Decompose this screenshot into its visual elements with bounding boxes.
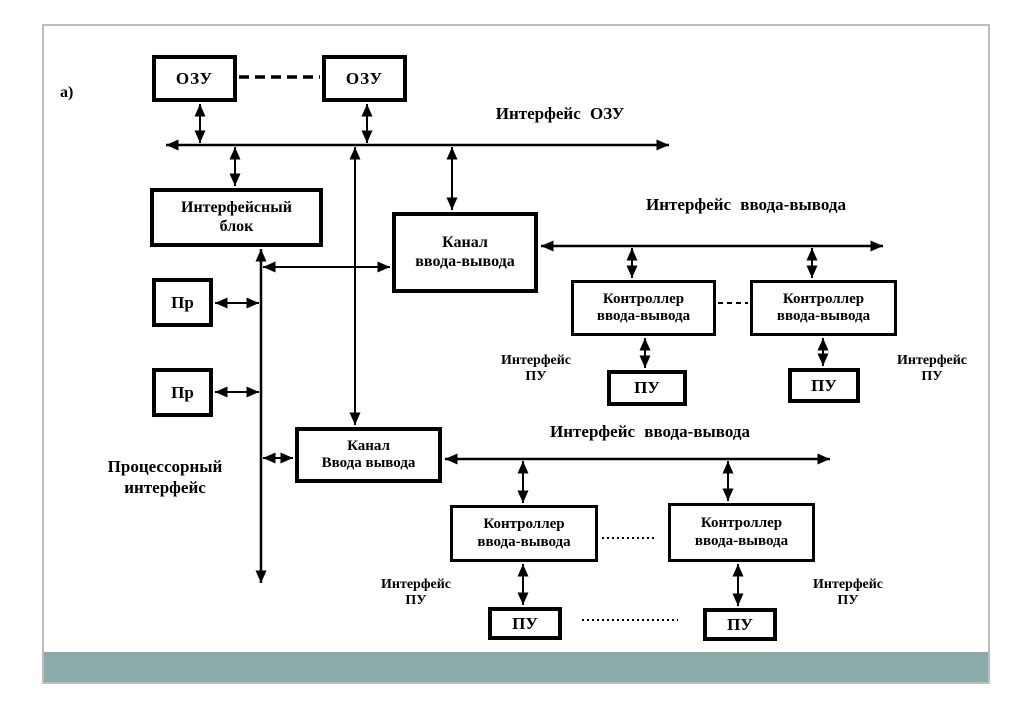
label-processor-interface: Процессорный интерфейс (85, 456, 245, 498)
node-ozu-1: ОЗУ (152, 55, 237, 102)
label-ozu-interface: Интерфейс ОЗУ (460, 104, 660, 124)
node-pu-bottom-1-label: ПУ (512, 613, 538, 633)
node-io-controller-top-1-line2: ввода-вывода (596, 308, 691, 324)
slide-footer-bar (44, 652, 988, 682)
node-io-controller-bottom-1: Контроллер ввода-вывода (450, 505, 598, 562)
label-pu-interface-top-right-line1: Интерфейс (896, 353, 967, 368)
node-pu-bottom-2: ПУ (703, 608, 777, 641)
node-io-channel-bottom-line2: Ввода вывода (321, 455, 416, 471)
node-pu-top-1: ПУ (607, 370, 687, 406)
label-pu-interface-bottom-left: Интерфейс ПУ (366, 577, 466, 609)
label-io-interface-bottom-text: Интерфейс ввода-вывода (550, 422, 750, 441)
node-interface-block-line1: Интерфейсный (181, 199, 292, 217)
label-pu-interface-top-right-line2: ПУ (921, 369, 943, 384)
node-io-channel-bottom: Канал Ввода вывода (295, 427, 442, 483)
node-io-channel-top-line1: Канал (442, 234, 488, 252)
label-io-interface-top: Интерфейс ввода-вывода (636, 195, 856, 215)
node-ozu-2: ОЗУ (322, 55, 407, 102)
node-ozu-1-label: ОЗУ (175, 68, 214, 88)
node-processor-1: Пр (152, 278, 213, 327)
label-io-interface-bottom: Интерфейс ввода-вывода (540, 422, 760, 442)
figure-label-text: а) (60, 84, 74, 101)
node-pu-top-2-label: ПУ (811, 375, 837, 395)
node-io-controller-bottom-2-line2: ввода-вывода (694, 532, 789, 549)
figure-label: а) (60, 84, 73, 102)
node-processor-2-label: Пр (171, 382, 194, 402)
label-pu-interface-bottom-right-line1: Интерфейс (812, 577, 883, 592)
node-io-controller-top-2: Контроллер ввода-вывода (750, 280, 897, 336)
node-processor-1-label: Пр (171, 292, 194, 312)
label-pu-interface-bottom-right-line2: ПУ (837, 593, 859, 608)
label-processor-interface-line2: интерфейс (124, 478, 206, 497)
node-io-controller-bottom-2-line1: Контроллер (700, 515, 783, 532)
label-processor-interface-line1: Процессорный (107, 457, 223, 476)
node-pu-bottom-1: ПУ (488, 607, 562, 640)
node-io-controller-top-2-line2: ввода-вывода (776, 308, 871, 324)
label-pu-interface-top-left: Интерфейс ПУ (486, 353, 586, 385)
node-io-controller-top-1-line1: Контроллер (602, 290, 685, 307)
node-pu-top-2: ПУ (788, 368, 860, 403)
node-processor-2: Пр (152, 368, 213, 417)
node-interface-block-line2: блок (219, 217, 254, 235)
node-io-controller-bottom-2: Контроллер ввода-вывода (668, 503, 815, 562)
node-interface-block: Интерфейсный блок (150, 188, 323, 247)
node-io-controller-bottom-1-line2: ввода-вывода (477, 533, 571, 550)
node-io-controller-top-1: Контроллер ввода-вывода (571, 280, 716, 336)
label-pu-interface-top-left-line1: Интерфейс (500, 353, 571, 368)
label-pu-interface-bottom-left-line2: ПУ (405, 593, 427, 608)
node-io-channel-top: Канал ввода-вывода (392, 212, 538, 293)
node-io-controller-bottom-1-line1: Контроллер (483, 516, 565, 533)
node-ozu-2-label: ОЗУ (345, 68, 384, 88)
label-pu-interface-top-right: Интерфейс ПУ (882, 353, 982, 385)
node-io-channel-bottom-line1: Канал (347, 437, 390, 454)
node-pu-top-1-label: ПУ (634, 378, 660, 398)
label-pu-interface-top-left-line2: ПУ (525, 369, 547, 384)
label-ozu-interface-text: Интерфейс ОЗУ (495, 104, 625, 123)
node-io-controller-top-2-line1: Контроллер (782, 290, 865, 307)
label-pu-interface-bottom-left-line1: Интерфейс (380, 577, 451, 592)
label-pu-interface-bottom-right: Интерфейс ПУ (798, 577, 898, 609)
node-pu-bottom-2-label: ПУ (727, 614, 753, 634)
node-io-channel-top-line2: ввода-вывода (415, 252, 515, 270)
label-io-interface-top-text: Интерфейс ввода-вывода (646, 195, 846, 214)
